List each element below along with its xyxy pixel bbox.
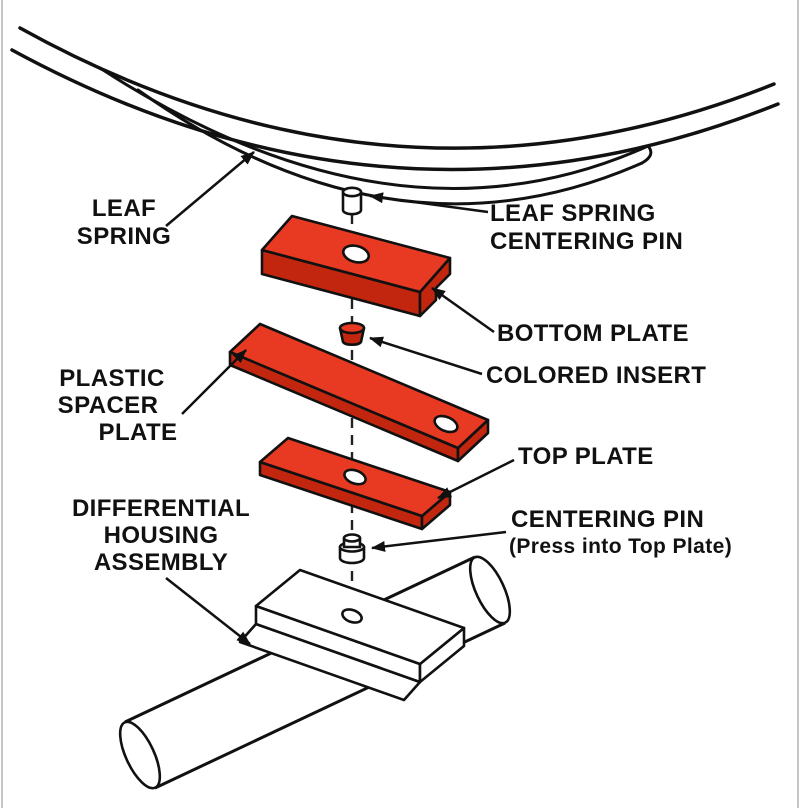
leaf-spring-centering-pin-arrow [369,192,489,214]
plastic-spacer-plate-arrow [181,349,247,415]
leaf-spring-arrow [165,151,255,227]
colored-insert-arrow [369,336,483,376]
bottom-plate-label: BOTTOM PLATE [497,320,689,347]
differential-housing-label-line1: DIFFERENTIAL [72,495,250,522]
centering-pin-label-line1: CENTERING PIN [511,506,704,533]
spacer-plate-hole [433,414,459,434]
colored-insert-label: COLORED INSERT [486,362,706,389]
leaf-spring-curve-end [640,144,653,165]
differential-housing-label-line2: HOUSING [104,522,219,549]
leaf-spring-centering-pin-label-line2: CENTERING PIN [490,228,683,255]
leaf-spring-curve-3 [98,66,650,190]
differential-housing-assembly-part [118,555,512,790]
differential-housing-arrow [165,577,251,645]
top-plate-hole [343,468,367,486]
callout-labels: LEAF SPRING LEAF SPRING CENTERING PIN BO… [58,195,732,576]
leaf-spring-label-line1: LEAF [92,195,156,222]
plastic-spacer-plate-label-line1: PLASTIC [59,365,164,392]
plastic-spacer-plate-label-line2: SPACER [58,392,159,419]
leaf-spring-curve-1 [18,26,776,150]
centering-pin-label-line2: (Press into Top Plate) [509,535,732,558]
bottom-plate-part [260,214,452,318]
spacer-plate-top-face [228,322,490,450]
plastic-spacer-plate-label-line3: PLATE [99,419,178,446]
top-pin-body [341,190,363,216]
differential-housing-label-line3: ASSEMBLY [94,549,228,576]
leaf-spring-part [10,26,780,206]
plastic-spacer-plate-part [228,322,490,463]
spring-perch-hole [341,608,363,624]
centering-pin-arrow [371,530,507,552]
leaf-spring-centering-pin-part [341,186,363,216]
leaf-spring-curve-2 [10,48,780,172]
bottom-plate-hole [341,244,371,264]
bottom-pin-top [342,533,362,543]
callout-arrows [165,151,515,645]
top-plate-arrow [437,458,515,500]
colored-insert-part [338,321,366,347]
leaf-spring-label-line2: SPRING [77,223,171,250]
top-plate-part [258,436,452,531]
leaf-spring-centering-pin-label-line1: LEAF SPRING [490,200,656,227]
top-pin-top [341,186,363,198]
colored-insert-top [338,321,366,335]
bottom-plate-arrow [431,286,495,334]
centering-pin-part [338,533,366,565]
axle-tube-left-cap [118,720,162,790]
top-plate-label: TOP PLATE [518,443,654,470]
axle-tube-right-cap [468,555,512,625]
